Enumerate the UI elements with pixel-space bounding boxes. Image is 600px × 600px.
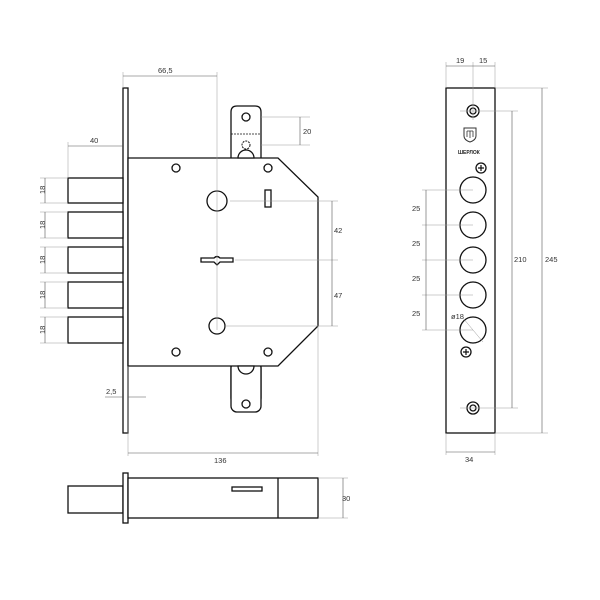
dim-plate-right: 15 [479,56,487,65]
dim-tab-spacing: 20 [303,127,311,136]
dim-bolt-spacing: 25 [412,309,420,318]
bottom-view: 30 [67,472,350,524]
mount-hole [171,163,181,173]
latch-arc [237,149,255,159]
dim-bolt-height: 18 [38,221,47,229]
bolt [67,177,124,204]
dim-bolt-spacing: 25 [412,204,420,213]
faceplate-view: ШЕРЛОК 19 15 210 245 34 25 25 25 25 ø18 [412,56,558,464]
dim-screw-spacing: 210 [514,255,527,264]
dim-bolt-height: 18 [38,186,47,194]
dim-bolt-spacing: 25 [412,274,420,283]
case-end [127,477,319,519]
bolt [67,211,124,239]
bolt [67,316,124,344]
faceplate-end [122,472,129,524]
dim-plate-width: 34 [465,455,473,464]
latch-arc [237,365,255,375]
dim-case-depth: 30 [342,494,350,503]
logo-mark [466,130,474,138]
logo-shield-icon [463,127,477,143]
mount-hole [171,347,181,357]
tab-hole [241,399,251,409]
bolt [67,246,124,274]
bolt [67,281,124,309]
top-tab [230,105,262,158]
dim-bolt-height: 18 [38,291,47,299]
front-view: 66,5 40 20 42 47 2,5 136 18 18 18 18 18 [38,66,342,465]
slot [231,486,263,492]
dim-bolt-diameter: ø18 [451,312,464,321]
mount-hole [263,347,273,357]
bolt-end [67,485,124,514]
dim-plate-thickness: 2,5 [106,387,116,396]
dim-bolt-spacing: 25 [412,239,420,248]
slot [264,189,272,208]
tab-hole-hidden [241,140,251,150]
dim-plate-height: 245 [545,255,558,264]
bolts [67,177,124,344]
dim-plate-left: 19 [456,56,464,65]
dim-bolt-height: 18 [38,256,47,264]
dim-upper: 42 [334,226,342,235]
dim-case-width: 136 [214,456,227,465]
faceplate-side [122,87,129,434]
brand-label: ШЕРЛОК [458,150,481,156]
dim-lower: 47 [334,291,342,300]
dim-backset: 66,5 [158,66,173,75]
dim-bolt-height: 18 [38,326,47,334]
tab-hole [241,112,251,122]
mount-hole [263,163,273,173]
dim-bolt-throw: 40 [90,136,98,145]
